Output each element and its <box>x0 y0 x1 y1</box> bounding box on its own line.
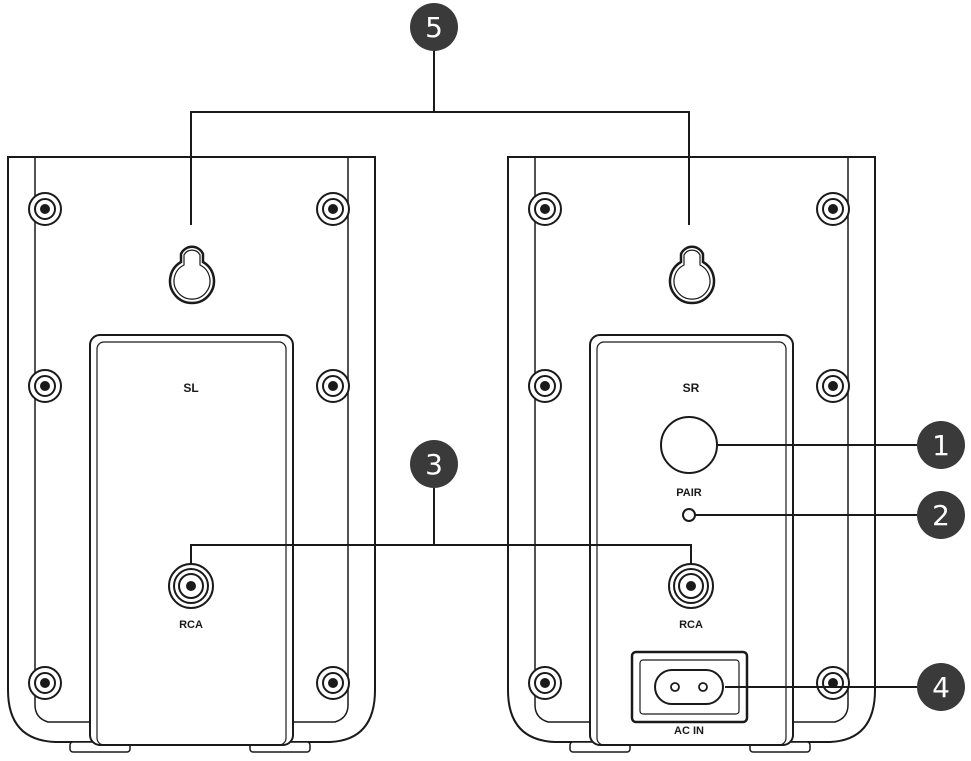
screw-icon <box>816 192 850 226</box>
screw-icon <box>528 666 562 700</box>
screw-icon <box>316 192 350 226</box>
svg-text:1: 1 <box>932 429 950 462</box>
screw-icon <box>316 666 350 700</box>
connector-panel <box>89 334 294 746</box>
left-speaker: SL RCA <box>7 156 376 753</box>
rca-label-right: RCA <box>679 619 703 631</box>
rca-jack-icon[interactable] <box>668 563 714 609</box>
rca-jack-icon[interactable] <box>168 563 214 609</box>
leader-lines <box>190 50 917 688</box>
right-speaker: SR PAIR RCA AC IN <box>507 156 876 753</box>
screw-icon <box>528 192 562 226</box>
callout-1: 1 <box>917 421 965 469</box>
connector-panel <box>589 334 794 746</box>
screw-icon <box>28 666 62 700</box>
callout-3: 3 <box>410 440 458 488</box>
screw-icon <box>528 369 562 403</box>
keyhole-mount-icon <box>668 245 716 305</box>
svg-text:4: 4 <box>932 671 950 704</box>
screw-icon <box>28 369 62 403</box>
rca-label-left: RCA <box>179 619 203 631</box>
pair-button[interactable] <box>660 416 718 474</box>
callout-4: 4 <box>917 663 965 711</box>
screw-icon <box>816 666 850 700</box>
svg-text:2: 2 <box>932 499 950 532</box>
callout-5: 5 <box>410 3 458 51</box>
keyhole-mount-icon <box>168 245 216 305</box>
panel-label-sr: SR <box>683 381 700 395</box>
panel-label-sl: SL <box>183 381 198 395</box>
svg-text:5: 5 <box>425 11 443 44</box>
screw-icon <box>316 369 350 403</box>
screw-icon <box>28 192 62 226</box>
ac-power-socket-icon[interactable] <box>630 650 749 724</box>
callout-2: 2 <box>917 491 965 539</box>
screw-icon <box>816 369 850 403</box>
svg-text:3: 3 <box>425 448 443 481</box>
status-led-icon <box>682 508 696 522</box>
pair-label: PAIR <box>676 487 702 499</box>
ac-in-label: AC IN <box>674 725 704 737</box>
